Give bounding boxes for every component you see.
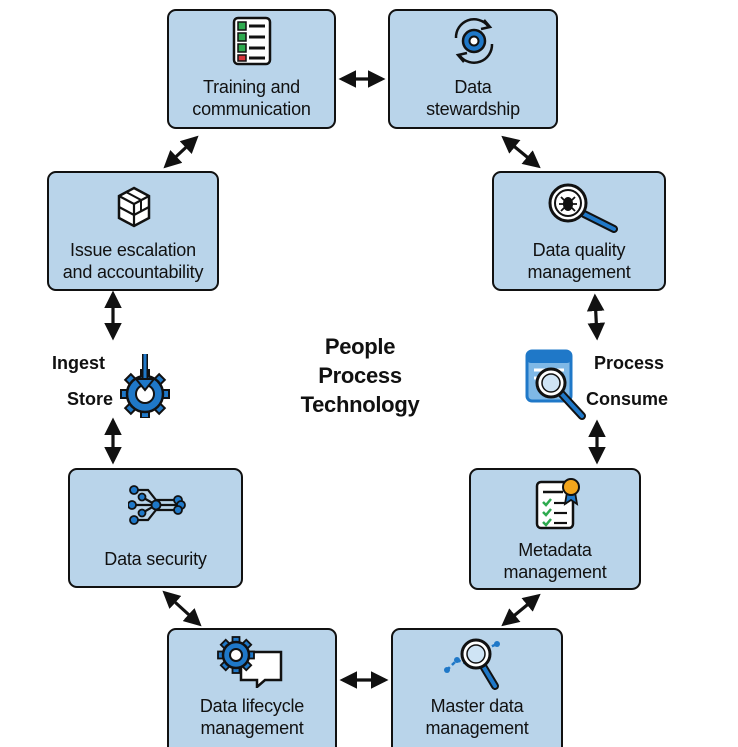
box-security-label: Data security: [104, 549, 207, 569]
box-issue-line1: Issue escalation: [70, 240, 196, 260]
box-stewardship-line1: Data: [454, 77, 492, 97]
box-metadata-line2: management: [503, 562, 607, 582]
magnifier-bug-icon: [548, 183, 618, 233]
box-stewardship-label: Data stewardship: [390, 76, 556, 120]
box-metadata-line1: Metadata: [518, 540, 592, 560]
consume-label: Consume: [586, 389, 669, 409]
box-data-lifecycle: Data lifecycle management: [167, 628, 337, 747]
box-issue-label: Issue escalation and accountability: [49, 239, 217, 283]
certificate-icon: [535, 478, 580, 530]
box-quality-line2: management: [527, 262, 631, 282]
network-nodes-icon: [128, 485, 186, 525]
box-data-security: Data security: [68, 468, 243, 588]
process-label: Process: [594, 353, 665, 373]
box-quality-line1: Data quality: [532, 240, 626, 260]
document-search-icon: [525, 349, 586, 420]
box-stewardship-line2: stewardship: [426, 99, 520, 119]
ingest-label: Ingest: [52, 353, 106, 373]
box-lifecycle-line1: Data lifecycle: [199, 696, 305, 716]
box-training-label: Training and communication: [169, 76, 334, 120]
center-line-process: Process: [318, 363, 402, 388]
box-lifecycle-line2: management: [200, 718, 304, 738]
box-quality-label: Data quality management: [494, 239, 664, 283]
checklist-icon: [232, 16, 272, 66]
box-lifecycle-label: Data lifecycle management: [169, 695, 335, 739]
box-issue-escalation: Issue escalation and accountability: [47, 171, 219, 291]
magnifier-chart-icon: [444, 638, 500, 690]
box-master-label: Master data management: [393, 695, 561, 739]
cube-stack-icon: [117, 186, 151, 228]
gear-cycle-icon: [454, 18, 494, 64]
box-metadata-management: Metadata management: [469, 468, 641, 590]
gear-chat-icon: [217, 636, 283, 688]
center-title: People Process Technology: [300, 332, 420, 419]
gear-arrow-icon: [120, 354, 170, 418]
store-label: Store: [67, 389, 114, 409]
box-training-line1: Training and: [203, 77, 300, 97]
center-line-technology: Technology: [300, 392, 420, 417]
box-master-line2: management: [425, 718, 529, 738]
arrow-training-issue: [163, 135, 199, 169]
box-master-line1: Master data: [430, 696, 524, 716]
box-master-data: Master data management: [391, 628, 563, 747]
box-metadata-label: Metadata management: [471, 539, 639, 583]
center-line-people: People: [324, 334, 396, 359]
arrow-security-lifecycle: [162, 590, 202, 627]
box-issue-line2: and accountability: [62, 262, 204, 282]
box-data-quality: Data quality management: [492, 171, 666, 291]
arrow-metadata-master: [501, 593, 541, 627]
box-training-line2: communication: [192, 99, 311, 119]
box-training-communication: Training and communication: [167, 9, 336, 129]
arrow-stewardship-quality: [501, 135, 541, 169]
arrow-quality-process: [586, 293, 606, 341]
box-data-stewardship: Data stewardship: [388, 9, 558, 129]
